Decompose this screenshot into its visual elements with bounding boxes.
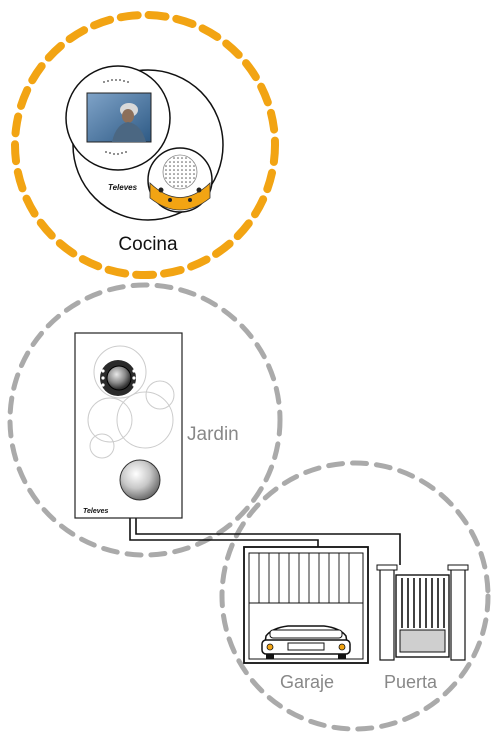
garage-door (244, 547, 368, 663)
pedestrian-gate (377, 565, 468, 660)
gate-pillar-left (380, 568, 394, 660)
door-key-icon (197, 188, 202, 193)
monitor-brand: Televes (108, 183, 138, 192)
gate-label: Puerta (384, 672, 438, 692)
door-entry-panel: Televes (75, 333, 182, 518)
light-key-icon (168, 198, 172, 202)
call-key-icon (159, 188, 164, 193)
call-button[interactable] (120, 460, 160, 500)
aux-key-icon (188, 198, 192, 202)
garage-label: Garaje (280, 672, 334, 692)
kitchen-label: Cocina (118, 234, 178, 255)
camera-lens-icon (107, 366, 131, 390)
garden-label: Jardin (187, 424, 239, 445)
gate-pillar-right (451, 568, 465, 660)
car-icon (262, 626, 350, 659)
speaker-grille (163, 155, 197, 189)
panel-brand: Televes (83, 508, 109, 515)
